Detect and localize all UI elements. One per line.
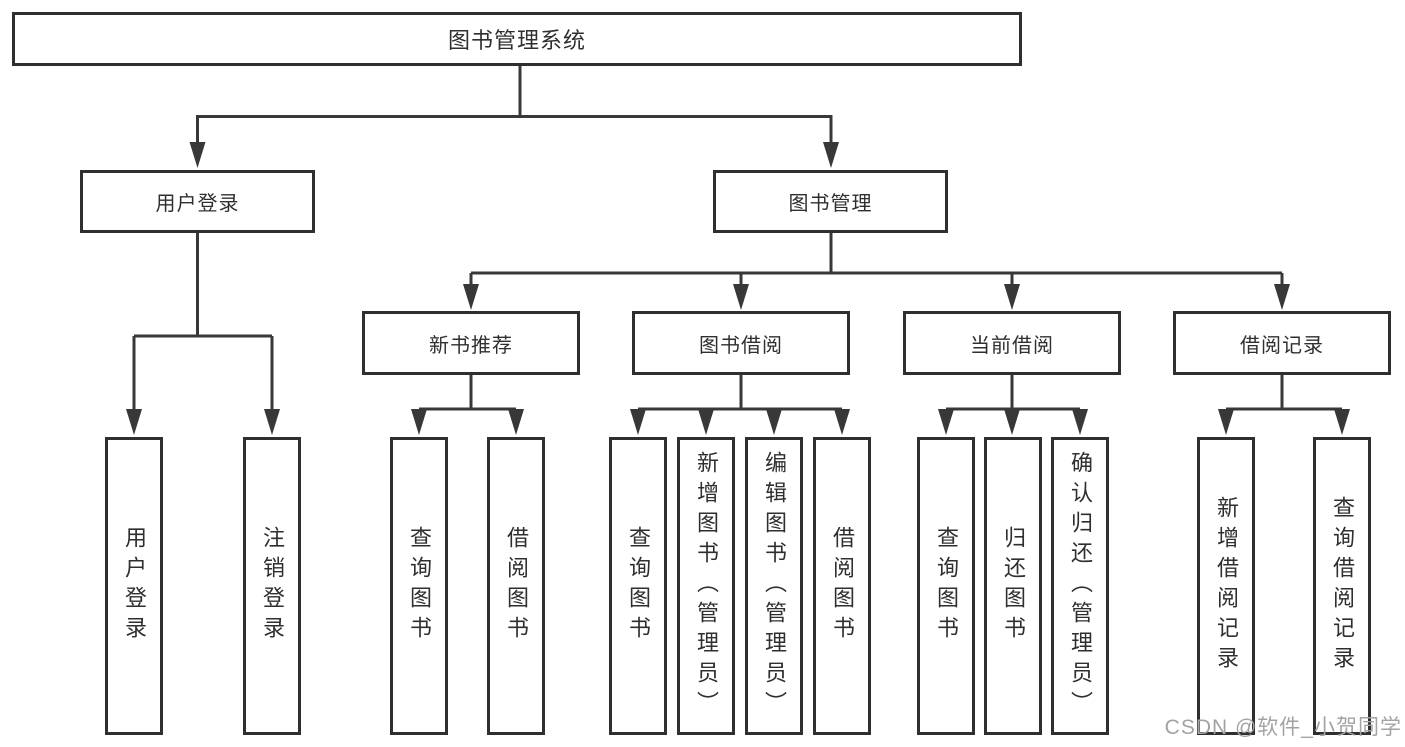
leaf-query-borrow-record: 查询借阅记录	[1313, 437, 1371, 735]
leaf-label: 新增图书（管理员）	[694, 451, 719, 721]
leaf-add-book-admin: 新增图书（管理员）	[677, 437, 735, 735]
leaf-query-books-3: 查询图书	[917, 437, 975, 735]
leaf-label: 查询图书	[934, 526, 959, 646]
leaf-borrow-books-2: 借阅图书	[813, 437, 871, 735]
arrowheads	[126, 142, 1350, 435]
leaf-label: 查询图书	[407, 526, 432, 646]
leaf-logout: 注销登录	[243, 437, 301, 735]
leaf-label: 查询借阅记录	[1330, 496, 1355, 676]
leaf-user-login: 用户登录	[105, 437, 163, 735]
leaf-borrow-books-1: 借阅图书	[487, 437, 545, 735]
leaf-label: 用户登录	[122, 526, 147, 646]
leaf-label: 注销登录	[260, 526, 285, 646]
leaf-label: 编辑图书（管理员）	[762, 451, 787, 721]
leaf-label: 借阅图书	[830, 526, 855, 646]
leaf-confirm-return-admin: 确认归还（管理员）	[1051, 437, 1109, 735]
node-book-borrow: 图书借阅	[632, 311, 850, 375]
node-current-borrow: 当前借阅	[903, 311, 1121, 375]
node-book-management: 图书管理	[713, 170, 948, 233]
node-new-book-recommend: 新书推荐	[362, 311, 580, 375]
leaf-query-books-2: 查询图书	[609, 437, 667, 735]
watermark: CSDN @软件_小贺同学	[1164, 716, 1402, 739]
node-borrow-records: 借阅记录	[1173, 311, 1391, 375]
leaf-add-borrow-record: 新增借阅记录	[1197, 437, 1255, 735]
leaf-return-book: 归还图书	[984, 437, 1042, 735]
leaf-label: 新增借阅记录	[1214, 496, 1239, 676]
leaf-label: 确认归还（管理员）	[1068, 451, 1093, 721]
leaf-label: 归还图书	[1001, 526, 1026, 646]
leaf-query-books-1: 查询图书	[390, 437, 448, 735]
leaf-edit-book-admin: 编辑图书（管理员）	[745, 437, 803, 735]
node-library-system: 图书管理系统	[12, 12, 1022, 66]
leaf-label: 借阅图书	[504, 526, 529, 646]
leaf-label: 查询图书	[626, 526, 651, 646]
node-user-login: 用户登录	[80, 170, 315, 233]
